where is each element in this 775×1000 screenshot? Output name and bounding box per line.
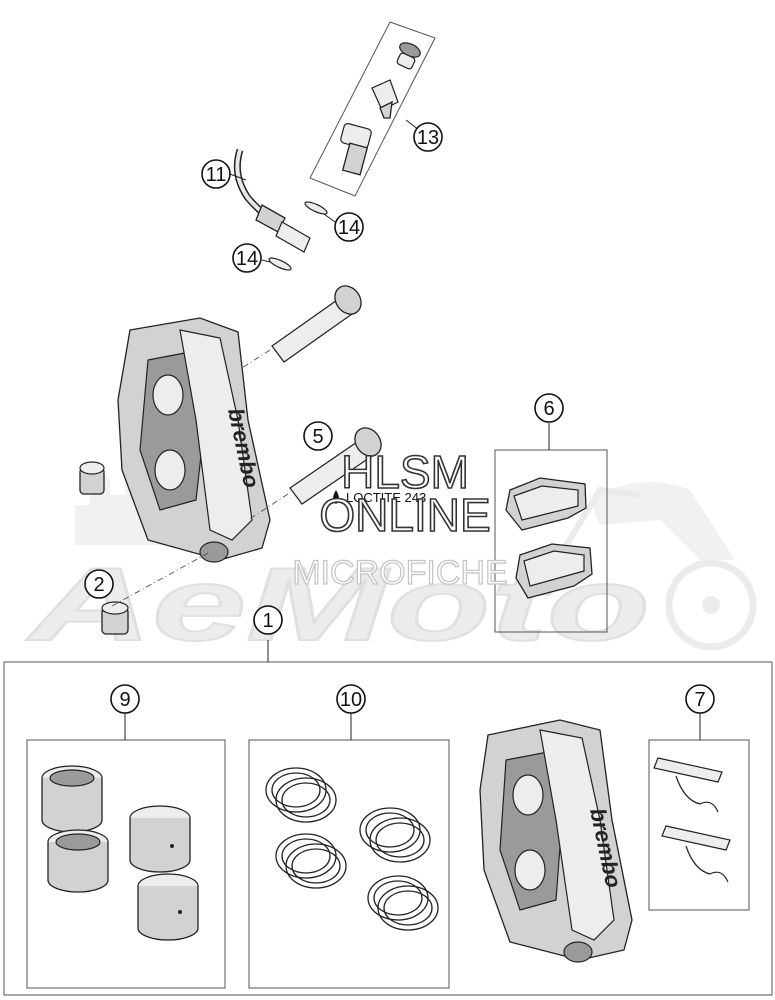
part-14-sealing-ring-upper: [304, 201, 336, 223]
svg-text:13: 13: [417, 127, 439, 149]
seal-ring-icon: [265, 767, 337, 823]
pad-pin-icon: [653, 757, 723, 813]
callout-11: 11: [201, 159, 231, 189]
part-9-pistons: [26, 713, 226, 989]
brake-caliper-main: brembo: [117, 317, 271, 563]
caliper-bushing-upper: [79, 461, 105, 495]
callout-1: 1: [253, 605, 283, 635]
callout-14-upper: 14: [334, 212, 364, 242]
part-6-brake-pads: [494, 423, 608, 633]
part-7-pad-clips: [648, 713, 750, 911]
bleeder-kit-frame: [309, 21, 436, 197]
pad-clips-frame: [648, 739, 750, 911]
part-1-kit-bracket: [3, 640, 773, 996]
seal-ring-icon: [275, 833, 347, 889]
svg-text:7: 7: [694, 689, 705, 711]
svg-text:9: 9: [119, 689, 130, 711]
part-14-sealing-ring-lower: [261, 257, 292, 271]
piston-icon: [47, 829, 109, 893]
kit-outer-frame: [3, 661, 773, 996]
part-13-bleeder-valve-kit: [309, 21, 436, 197]
part-11-brake-hose: [229, 148, 311, 253]
callout-6: 6: [534, 393, 564, 423]
svg-text:1: 1: [262, 610, 273, 632]
watermark-line-2: ONLINE: [319, 489, 490, 541]
leader-11: [229, 173, 247, 181]
svg-text:14: 14: [338, 217, 360, 239]
brake-pads-frame: [494, 449, 608, 633]
part-5-caliper-pin: LOCTITE 243: [247, 427, 426, 521]
piston-icon: [129, 805, 191, 873]
callout-5: 5: [303, 421, 333, 451]
svg-text:5: 5: [312, 426, 323, 448]
loctite-label: LOCTITE 243: [346, 490, 426, 505]
callout-10: 10: [336, 684, 366, 714]
pad-pin-icon: [661, 825, 731, 883]
seal-rings-frame: [248, 739, 450, 989]
svg-text:6: 6: [543, 398, 554, 420]
pistons-frame: [26, 739, 226, 989]
piston-icon: [41, 765, 103, 833]
brake-caliper-kit: brembo: [479, 719, 633, 963]
part-2-bushing: [101, 551, 211, 635]
piston-icon: [137, 873, 199, 941]
loctite-drop-icon: [333, 490, 339, 504]
callout-2: 2: [84, 569, 114, 599]
svg-text:14: 14: [236, 248, 258, 270]
watermark-line-1: HLSM: [341, 446, 469, 498]
svg-text:11: 11: [206, 164, 227, 186]
watermark-line-3: MICROFICHE: [292, 554, 507, 592]
motorcycle-watermark-icon: [557, 482, 757, 651]
bleeder-cap-icon: [396, 42, 421, 70]
callout-13: 13: [413, 122, 443, 152]
bleeder-screw-icon: [371, 79, 399, 119]
callout-9: 9: [110, 684, 140, 714]
svg-text:2: 2: [93, 574, 104, 596]
part-10-seal-rings: [248, 713, 450, 989]
seal-ring-icon: [359, 807, 431, 863]
bleeder-nut-icon: [340, 123, 372, 176]
watermark-text: HLSM ONLINE MICROFICHE: [292, 445, 509, 592]
svg-text:10: 10: [340, 689, 362, 711]
seal-ring-icon: [367, 875, 439, 931]
callout-7: 7: [685, 684, 715, 714]
callout-14-lower: 14: [232, 243, 262, 273]
